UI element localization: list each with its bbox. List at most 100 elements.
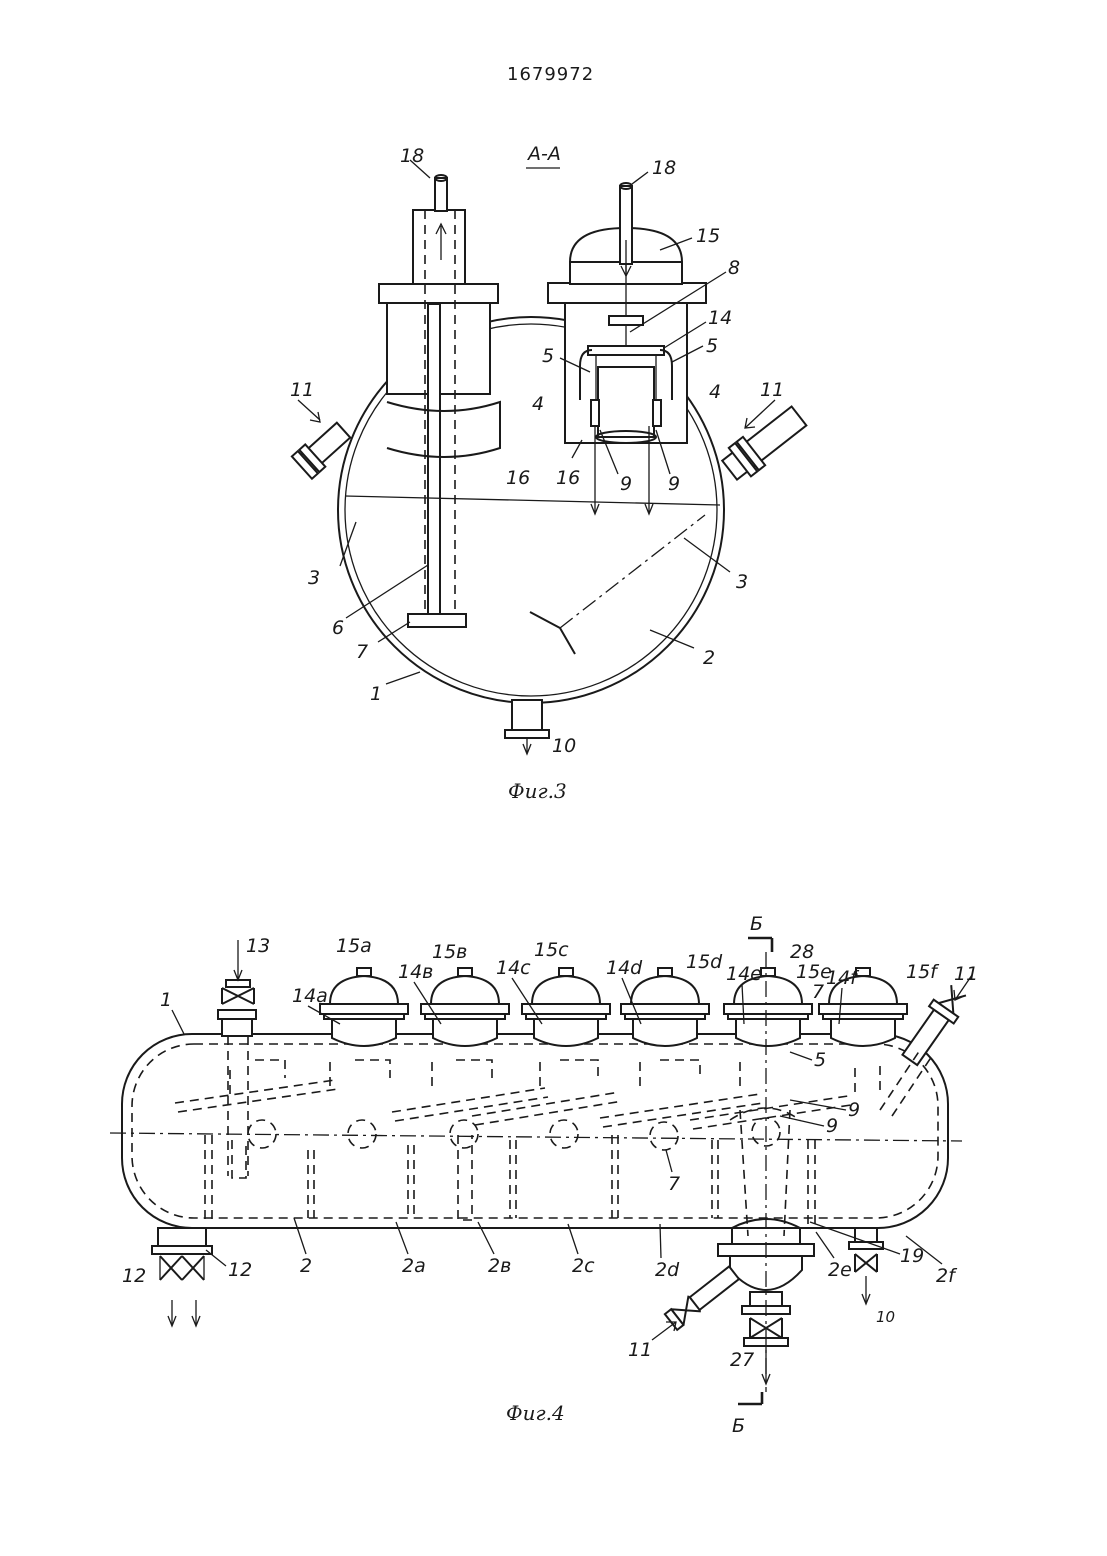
label-chamber: 2a — [402, 1255, 426, 1277]
label-9-lower: 9 — [826, 1115, 838, 1137]
label-cap: 15c — [534, 939, 569, 961]
inlet-13-internal — [228, 1036, 248, 1176]
figure-4-caption: Фиг.4 — [506, 1401, 565, 1425]
label-vessel-1: 1 — [160, 989, 172, 1011]
section-axis-line — [560, 515, 705, 628]
label-chamber: 2в — [488, 1255, 511, 1277]
dome-flange — [819, 1004, 907, 1014]
section-label-a-a: А-А — [526, 143, 561, 165]
left-tower-neck — [413, 210, 465, 284]
dome-unit: 15d14d — [606, 951, 723, 1046]
label-chamber: 2f — [936, 1265, 958, 1287]
document-number: 1679972 — [507, 64, 594, 85]
leader-chamber — [294, 1218, 306, 1254]
label-3-right: 3 — [736, 571, 748, 593]
label-4-left: 4 — [532, 393, 544, 415]
leader-7 — [666, 1150, 672, 1172]
leader-chamber — [660, 1224, 661, 1258]
left-pipe-18 — [435, 178, 447, 211]
label-19: 19 — [900, 1245, 924, 1267]
label-14: 14 — [708, 307, 732, 329]
section-mark-label-bottom: Б — [732, 1415, 745, 1437]
label-10: 10 — [876, 1308, 895, 1326]
leader-12-right — [206, 1250, 226, 1266]
label-2: 2 — [703, 647, 715, 669]
label-1: 1 — [370, 683, 382, 705]
label-cap: 15a — [336, 935, 372, 957]
top-right-nozzle-11 — [898, 982, 971, 1069]
port-body — [633, 1018, 697, 1046]
leader-vessel-1 — [172, 1010, 184, 1034]
leader-3a — [340, 522, 356, 566]
dome-row: 15a14a15в14в15c14c15d14d15e14e15f14f — [292, 935, 940, 1046]
dome-top-fitting — [856, 968, 870, 976]
manifold-14 — [588, 346, 664, 355]
leader-chamber — [478, 1222, 494, 1254]
leader-1 — [386, 672, 420, 684]
dome-flange — [724, 1004, 812, 1014]
label-9-right: 9 — [668, 473, 680, 495]
inlet-13-flange-block — [222, 1018, 252, 1036]
left-nozzle-11 — [292, 419, 354, 479]
bottom-drain-flange — [505, 730, 549, 738]
nozzle-9-left — [591, 400, 599, 426]
port-body — [332, 1018, 396, 1046]
label-11-right: 11 — [760, 379, 784, 401]
baffle-16-left — [387, 402, 500, 457]
label-10: 10 — [552, 735, 576, 757]
inner-cup — [598, 367, 654, 437]
label-cap: 15f — [906, 961, 940, 983]
label-chamber: 2e — [828, 1259, 852, 1281]
dome-cap — [330, 976, 398, 1004]
left-nozzle-arrow — [298, 400, 320, 420]
section-mark-label-top: Б — [750, 913, 763, 935]
dome-flange — [320, 1004, 408, 1014]
dome-top-fitting — [658, 968, 672, 976]
label-7: 7 — [356, 641, 368, 663]
leader-2 — [650, 630, 694, 648]
riser-internal — [730, 1108, 800, 1236]
leader-6 — [346, 565, 428, 618]
dome-top-fitting — [761, 968, 775, 976]
label-18-left: 18 — [400, 145, 424, 167]
inlet-13-flange — [218, 1010, 256, 1019]
label-11-bottom: 11 — [628, 1339, 652, 1361]
dome-unit: 15a 14a — [292, 935, 408, 1046]
dome-unit: 15в14в — [398, 941, 509, 1046]
bottom-nozzle-arrow — [652, 1322, 676, 1340]
dome-cap — [631, 976, 699, 1004]
label-28: 28 — [790, 941, 814, 963]
label-5-right: 5 — [706, 335, 718, 357]
liquid-level-line — [345, 496, 720, 505]
valve-10 — [855, 1254, 877, 1272]
port-body — [831, 1018, 895, 1046]
label-8: 8 — [728, 257, 740, 279]
figure-3-caption: Фиг.3 — [508, 779, 567, 803]
label-4-right: 4 — [709, 381, 721, 403]
leader-5 — [790, 1052, 812, 1060]
label-16-left: 16 — [506, 467, 530, 489]
dome-top-fitting — [458, 968, 472, 976]
label-port: 14e — [726, 963, 762, 985]
left-tower-flange — [379, 284, 498, 303]
dome-top-fitting — [357, 968, 371, 976]
label-cap: 15в — [432, 941, 467, 963]
label-cap: 15d — [686, 951, 723, 973]
label-16-right: 16 — [556, 467, 580, 489]
figure-4-longitudinal-view: 15a14a15в14в15c14c15d14d15e14e15f14f — [110, 913, 978, 1437]
left-nozzle-arrow-head — [310, 412, 320, 422]
label-11-left: 11 — [290, 379, 314, 401]
leader-18b — [632, 172, 648, 184]
leader-9-upper — [790, 1100, 846, 1110]
port-body — [433, 1018, 497, 1046]
figure-3-section-view: А-А — [290, 143, 810, 803]
inclined-trays — [175, 1060, 880, 1129]
leader-chamber — [396, 1222, 408, 1254]
label-11-top: 11 — [954, 963, 978, 985]
section-mark-top — [748, 938, 772, 952]
dome-cap — [532, 976, 600, 1004]
label-18-right: 18 — [652, 157, 676, 179]
dome-flange-lower — [823, 1014, 903, 1019]
label-port: 14a — [292, 985, 328, 1007]
valve-13 — [222, 988, 254, 1004]
